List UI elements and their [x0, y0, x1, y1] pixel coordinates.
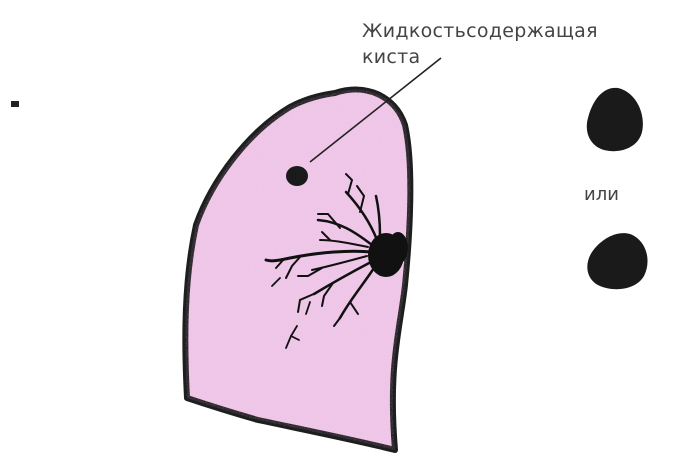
cyst-label-line2: киста — [362, 46, 420, 68]
cyst-spot — [286, 166, 308, 186]
bullet-mark-icon — [11, 101, 19, 107]
oval-shape-bottom — [587, 233, 647, 289]
oval-shape-top — [587, 88, 643, 151]
cyst-label-line1: Жидкостьсодержащая — [362, 20, 598, 42]
or-label: или — [584, 184, 619, 206]
